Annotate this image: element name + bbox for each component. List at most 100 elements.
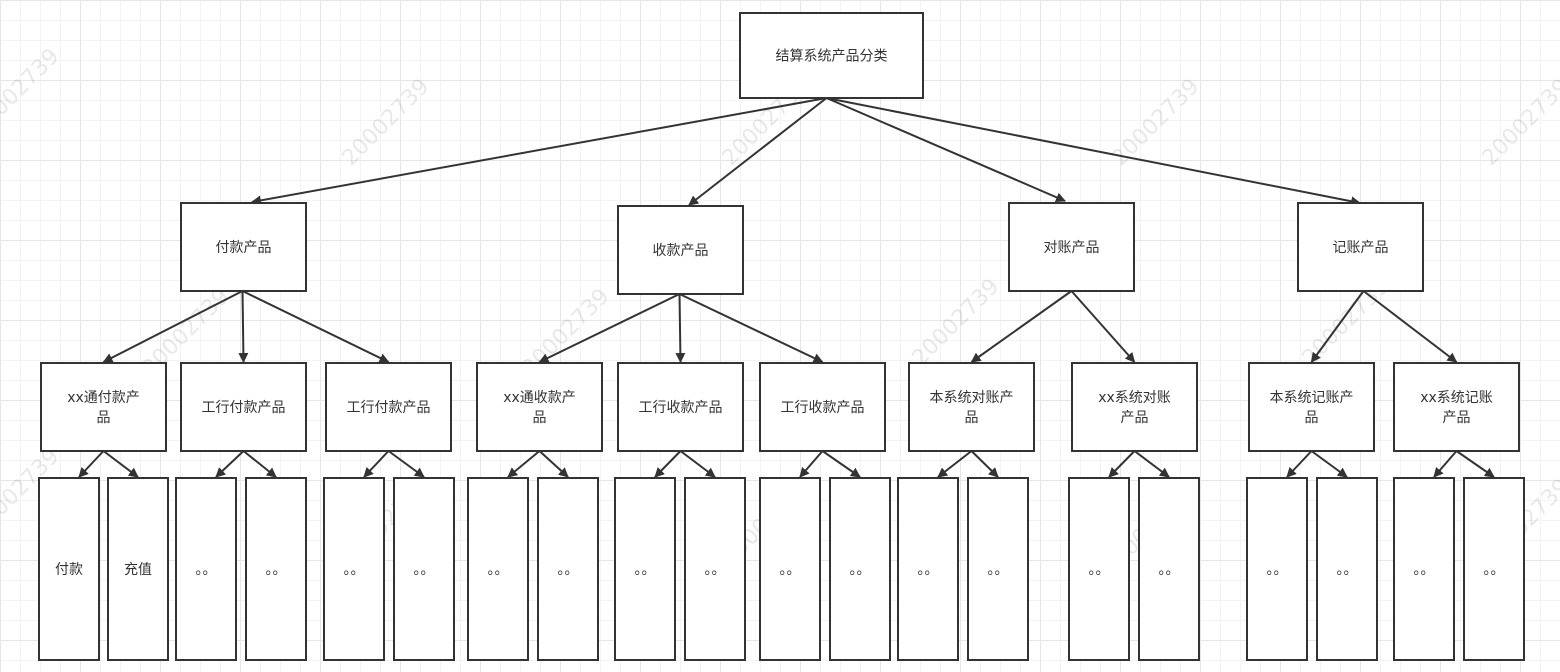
leaf-node[interactable]: 。。 <box>1246 477 1308 661</box>
connector-arrow <box>538 293 680 363</box>
node-label: 付款产品 <box>216 240 272 256</box>
node-label: 结算系统产品分类 <box>776 49 888 65</box>
node-label: xx通付款产品 <box>67 390 140 426</box>
leaf-node[interactable]: 。。 <box>1138 477 1200 661</box>
sub-product-node[interactable]: xx系统对账产品 <box>1071 362 1198 452</box>
node-box <box>967 477 1029 661</box>
sub-product-node[interactable]: xx通付款产品 <box>40 362 167 452</box>
category-node[interactable]: 付款产品 <box>180 202 307 292</box>
leaf-node[interactable]: 付款 <box>38 477 100 661</box>
node-label: 工行收款产品 <box>639 400 723 416</box>
node-label: 。。 <box>1089 562 1110 578</box>
leaf-node[interactable]: 。。 <box>537 477 599 661</box>
node-box <box>1071 362 1198 452</box>
leaf-node[interactable]: 。。 <box>393 477 455 661</box>
node-layer: 结算系统产品分类付款产品xx通付款产品付款充值工行付款产品。。。。工行付款产品。… <box>38 12 1525 661</box>
node-label: 收款产品 <box>653 243 709 259</box>
sub-product-node[interactable]: 本系统记账产品 <box>1248 362 1375 452</box>
category-node[interactable]: 记账产品 <box>1297 202 1424 292</box>
sub-product-node[interactable]: 工行付款产品 <box>180 362 307 452</box>
leaf-node[interactable]: 充值 <box>107 477 169 661</box>
sub-product-node[interactable]: xx通收款产品 <box>476 362 603 452</box>
leaf-node[interactable]: 。。 <box>614 477 676 661</box>
connector-arrow <box>675 293 686 363</box>
leaf-node[interactable]: 。。 <box>1068 477 1130 661</box>
connector-arrow <box>102 290 243 363</box>
leaf-node[interactable]: 。。 <box>967 477 1029 661</box>
node-box <box>739 12 924 99</box>
connector-arrow <box>102 450 139 478</box>
node-box <box>759 362 886 452</box>
connector-arrow <box>679 450 716 478</box>
node-box <box>537 477 599 661</box>
connector-arrow <box>826 97 1361 207</box>
node-label: 付款 <box>55 562 83 578</box>
node-label: 。。 <box>635 562 656 578</box>
leaf-node[interactable]: 。。 <box>175 477 237 661</box>
node-label: 。。 <box>1484 562 1505 578</box>
node-label: 本系统记账产品 <box>1270 390 1354 426</box>
connector-arrow <box>242 450 277 478</box>
connector-arrow <box>538 450 569 478</box>
connector-arrow <box>1070 290 1136 363</box>
node-label: 。。 <box>705 562 726 578</box>
connector-arrow <box>507 450 541 478</box>
node-box <box>1463 477 1525 661</box>
node-box <box>245 477 307 661</box>
connector-arrow <box>688 97 828 206</box>
sub-product-node[interactable]: 本系统对账产品 <box>908 362 1035 452</box>
node-box <box>614 477 676 661</box>
connector-arrow <box>387 450 425 478</box>
node-box <box>829 477 891 661</box>
connector-arrow <box>1455 450 1495 478</box>
leaf-node[interactable]: 。。 <box>1316 477 1378 661</box>
node-label: 工行付款产品 <box>347 400 431 416</box>
node-label: 对账产品 <box>1044 240 1100 256</box>
sub-product-node[interactable]: 工行付款产品 <box>325 362 452 452</box>
node-box <box>1316 477 1378 661</box>
connector-arrow <box>1286 450 1313 478</box>
leaf-node[interactable]: 。。 <box>1463 477 1525 661</box>
connector-arrow <box>679 293 824 363</box>
node-label: 。。 <box>488 562 509 578</box>
sub-product-node[interactable]: 工行收款产品 <box>617 362 744 452</box>
node-box <box>684 477 746 661</box>
connector-arrow <box>1362 290 1458 363</box>
sub-product-node[interactable]: xx系统记账产品 <box>1393 362 1520 452</box>
connector-arrow <box>937 450 973 478</box>
connector-arrow <box>826 97 1066 203</box>
node-box <box>393 477 455 661</box>
node-label: xx系统记账产品 <box>1420 390 1493 426</box>
leaf-node[interactable]: 。。 <box>467 477 529 661</box>
connector-arrow <box>1310 290 1365 363</box>
node-box <box>1393 362 1520 452</box>
connector-arrow <box>970 450 999 478</box>
connector-arrow <box>1108 450 1136 478</box>
node-label: xx通收款产品 <box>503 390 576 426</box>
sub-product-node[interactable]: 工行收款产品 <box>759 362 886 452</box>
node-box <box>180 362 307 452</box>
leaf-node[interactable]: 。。 <box>323 477 385 661</box>
node-box <box>759 477 821 661</box>
connector-arrow <box>970 290 1073 363</box>
node-box <box>1246 477 1308 661</box>
root-node[interactable]: 结算系统产品分类 <box>739 12 924 99</box>
connector-arrow <box>251 97 827 206</box>
category-node[interactable]: 对账产品 <box>1008 202 1135 292</box>
category-node[interactable]: 收款产品 <box>617 205 744 295</box>
leaf-node[interactable]: 。。 <box>684 477 746 661</box>
leaf-node[interactable]: 。。 <box>759 477 821 661</box>
node-box <box>323 477 385 661</box>
node-box <box>1008 202 1135 292</box>
connector-arrow <box>654 450 682 478</box>
connector-arrow <box>78 450 105 478</box>
leaf-node[interactable]: 。。 <box>245 477 307 661</box>
leaf-node[interactable]: 。。 <box>1393 477 1455 661</box>
leaf-node[interactable]: 。。 <box>829 477 891 661</box>
node-label: 。。 <box>1337 562 1358 578</box>
leaf-node[interactable]: 。。 <box>897 477 959 661</box>
node-box <box>1393 477 1455 661</box>
node-box <box>476 362 603 452</box>
node-label: 。。 <box>1267 562 1288 578</box>
node-box <box>1068 477 1130 661</box>
